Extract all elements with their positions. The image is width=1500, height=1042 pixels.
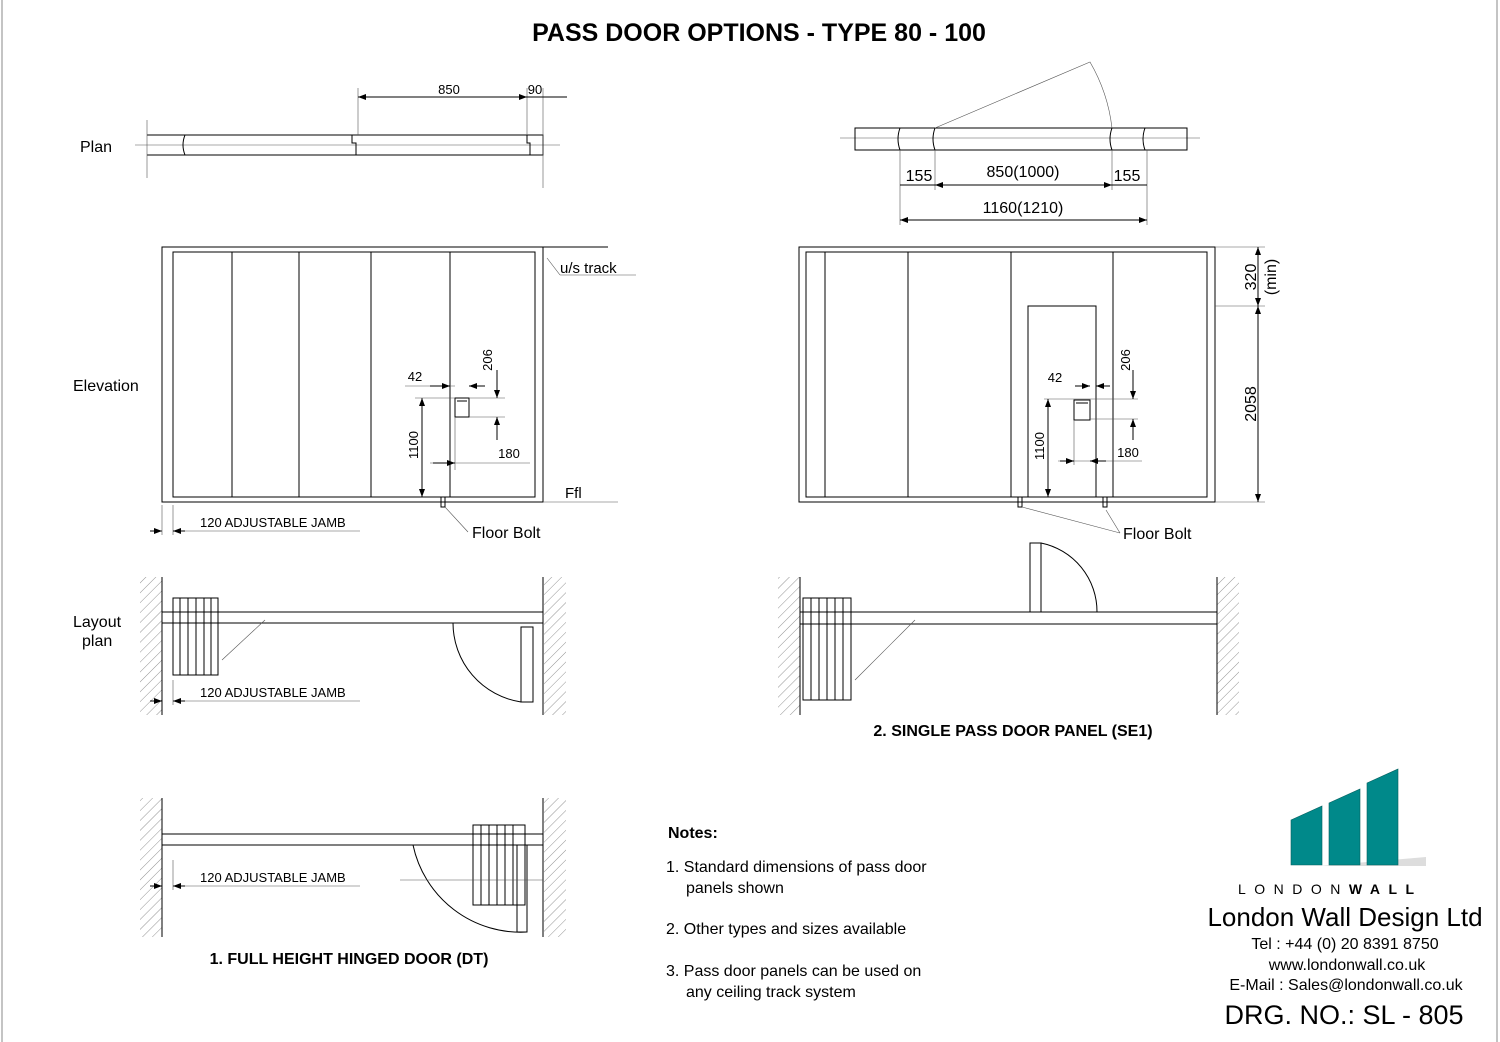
floor-bolt-icon-2a	[1017, 496, 1023, 508]
row-label-plan-2: plan	[82, 633, 112, 650]
dim-850: 850	[438, 82, 460, 97]
logo-text-wall: WALL	[1349, 881, 1423, 897]
option1-elevation	[150, 246, 636, 535]
dim-180: 180	[498, 446, 520, 461]
option1-plan	[135, 88, 567, 188]
note-3-cont: any ceiling track system	[686, 984, 856, 1001]
row-label-plan: Plan	[80, 139, 112, 156]
note-1-cont: panels shown	[686, 880, 784, 897]
lock-box-icon	[454, 397, 470, 418]
drawing-number: DRG. NO.: SL - 805	[1224, 1000, 1463, 1030]
company-web: www.londonwall.co.uk	[1268, 957, 1427, 974]
svg-text:LONDONWALL: LONDONWALL	[1238, 881, 1423, 897]
dim-1160-1210: 1160(1210)	[983, 200, 1064, 217]
floor-bolt-label: Floor Bolt	[472, 525, 541, 542]
dim-155-right: 155	[1114, 168, 1141, 185]
option2-caption: 2. SINGLE PASS DOOR PANEL (SE1)	[873, 723, 1152, 740]
dim-850-1000: 850(1000)	[987, 164, 1060, 181]
option1-layout-plan	[140, 577, 566, 715]
dim-180-2: 180	[1117, 445, 1139, 460]
jamb-label-bottom: 120 ADJUSTABLE JAMB	[200, 870, 346, 885]
dim-2058: 2058	[1243, 386, 1260, 422]
notes: Notes: 1. Standard dimensions of pass do…	[666, 825, 927, 1001]
dim-90: 90	[528, 82, 542, 97]
company-name: London Wall Design Ltd	[1207, 902, 1482, 932]
london-wall-logo: LONDONWALL	[1238, 768, 1426, 897]
note-1: 1. Standard dimensions of pass door	[666, 859, 927, 876]
notes-heading: Notes:	[668, 825, 718, 842]
option2-elevation	[798, 246, 1265, 534]
jamb-label-layout: 120 ADJUSTABLE JAMB	[200, 685, 346, 700]
row-label-layout: Layout	[73, 614, 122, 631]
option1-bottom-layout	[140, 798, 566, 937]
dim-min: (min)	[1263, 259, 1280, 295]
dim-206: 206	[480, 349, 495, 371]
company-tel: Tel : +44 (0) 20 8391 8750	[1251, 936, 1438, 953]
jamb-label: 120 ADJUSTABLE JAMB	[200, 515, 346, 530]
lock-box-icon-2	[1073, 399, 1091, 421]
dim-42: 42	[408, 369, 422, 384]
dim-155-left: 155	[906, 168, 933, 185]
dim-42-2: 42	[1048, 370, 1062, 385]
us-track-label: u/s track	[560, 260, 617, 277]
page-title: PASS DOOR OPTIONS - TYPE 80 - 100	[532, 19, 986, 47]
option2-plan	[840, 61, 1200, 225]
row-label-elevation: Elevation	[73, 378, 139, 395]
note-2: 2. Other types and sizes available	[666, 921, 906, 938]
dim-1100-2: 1100	[1032, 432, 1047, 460]
floor-bolt-icon-2b	[1102, 496, 1108, 508]
option1-caption: 1. FULL HEIGHT HINGED DOOR (DT)	[210, 951, 489, 968]
floor-bolt-icon	[440, 496, 446, 508]
floor-bolt-label-2: Floor Bolt	[1123, 526, 1192, 543]
dim-1100: 1100	[406, 431, 421, 459]
dim-320: 320	[1243, 264, 1260, 291]
note-3: 3. Pass door panels can be used on	[666, 963, 921, 980]
option2-layout-plan	[778, 542, 1239, 715]
logo-text-london: LONDON	[1238, 881, 1349, 897]
ffl-label: Ffl	[565, 485, 582, 502]
dim-206-2: 206	[1118, 349, 1133, 371]
company-email: E-Mail : Sales@londonwall.co.uk	[1229, 977, 1463, 994]
